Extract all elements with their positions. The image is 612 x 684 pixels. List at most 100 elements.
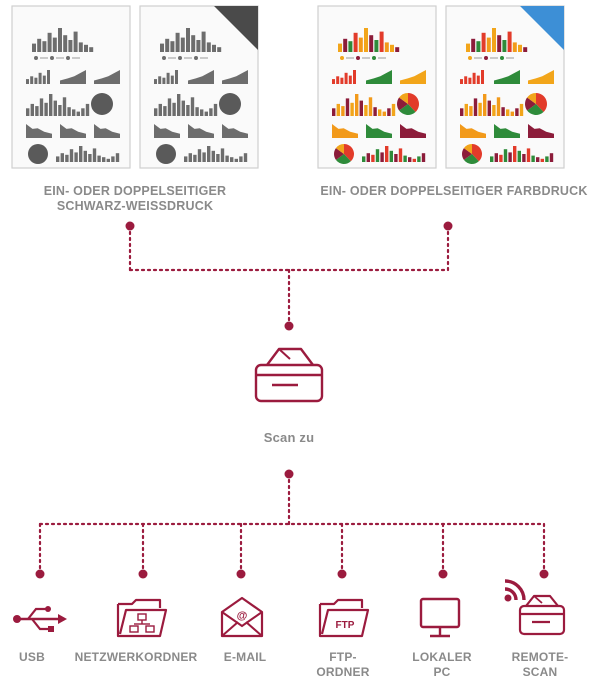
page-bar xyxy=(172,102,176,116)
destination-label-network-folder: NETZWERKORDNER xyxy=(74,650,198,664)
page-bar xyxy=(89,47,94,52)
page-bar xyxy=(170,75,174,84)
page-bar xyxy=(200,109,204,116)
page-pie-chart xyxy=(91,93,113,115)
page-bar xyxy=(508,152,512,162)
page-bar xyxy=(362,156,366,162)
page-bar xyxy=(154,79,157,84)
page-bar xyxy=(483,94,487,116)
page-bar xyxy=(175,32,180,52)
page-pie-slice xyxy=(525,97,536,111)
mono-print-label-line2: SCHWARZ-WEISSDRUCK xyxy=(56,199,214,213)
page-bar xyxy=(390,44,394,52)
page-bar xyxy=(65,154,69,162)
page-area-chart xyxy=(94,70,120,84)
mono-page-back xyxy=(139,5,259,169)
page-bar xyxy=(336,76,340,84)
page-bar xyxy=(345,98,350,116)
page-fold xyxy=(214,6,258,50)
page-pie-slice xyxy=(463,144,472,154)
page-bar xyxy=(84,44,88,52)
destination-label-ftp-line2: ORDNER xyxy=(316,665,370,679)
page-bar xyxy=(408,157,412,162)
page-bar xyxy=(44,102,48,116)
page-bar xyxy=(186,28,190,52)
page-bar xyxy=(97,155,101,162)
page-bar xyxy=(92,148,97,162)
page-bar xyxy=(374,40,379,52)
page-bar xyxy=(395,47,400,52)
page-legend-dot xyxy=(468,56,472,60)
page-bar xyxy=(212,44,216,52)
page-pie-slice xyxy=(463,154,479,164)
page-bar xyxy=(160,43,164,52)
page-bar xyxy=(162,77,166,84)
page-sheet xyxy=(139,5,259,169)
page-bar xyxy=(503,149,508,162)
page-bar xyxy=(506,109,510,116)
connector-dot-scan-out xyxy=(284,469,294,479)
page-bar xyxy=(375,149,380,162)
connector-dot-email xyxy=(236,569,246,579)
page-bar xyxy=(469,106,473,116)
page-bar xyxy=(371,154,375,162)
page-bar xyxy=(364,28,368,52)
page-bar xyxy=(540,158,544,162)
page-sheet xyxy=(11,5,131,169)
page-bar xyxy=(39,98,44,116)
page-bar xyxy=(366,153,370,162)
page-bar xyxy=(369,35,374,52)
page-bar xyxy=(76,111,80,116)
page-legend-dot xyxy=(66,56,70,60)
page-area-chart xyxy=(400,70,426,84)
connector-dot-local-pc xyxy=(438,569,448,579)
destination-label-local-pc-line1: LOKALER xyxy=(412,650,472,664)
page-bar xyxy=(344,72,348,84)
page-bar xyxy=(545,156,549,162)
ftp-folder-icon: FTP xyxy=(318,598,370,638)
page-bar xyxy=(180,37,185,52)
page-bar xyxy=(460,108,464,116)
page-bar xyxy=(464,103,468,116)
page-bar xyxy=(230,157,234,162)
page-bar xyxy=(177,94,181,116)
page-bar xyxy=(56,156,60,162)
page-area-chart xyxy=(528,124,554,138)
page-legend-dot xyxy=(194,56,198,60)
page-pie-slice xyxy=(536,93,548,113)
page-bar xyxy=(476,75,480,84)
page-bar xyxy=(515,108,519,116)
page-bar xyxy=(391,103,396,116)
page-bar xyxy=(47,70,50,84)
color-print-label: EIN- ODER DOPPELSEITIGER FARBDRUCK xyxy=(320,184,588,198)
page-pie-slice xyxy=(399,93,408,104)
page-bar xyxy=(63,35,68,52)
page-bar xyxy=(79,146,83,162)
page-pie-slice xyxy=(527,93,536,104)
connector-dot-ftp xyxy=(337,569,347,579)
page-legend-dot xyxy=(500,56,504,60)
page-pie-slice xyxy=(335,154,351,164)
page-bar xyxy=(340,77,344,84)
page-bar xyxy=(38,72,42,84)
page-bar xyxy=(201,31,206,52)
monitor-icon xyxy=(419,597,461,638)
page-pie-slice xyxy=(527,104,544,116)
page-bar xyxy=(332,79,335,84)
page-bar xyxy=(348,41,353,52)
destination-label-local-pc: LOKALER PC xyxy=(396,650,488,680)
page-bar xyxy=(193,154,197,162)
page-bar xyxy=(158,103,162,116)
page-bar xyxy=(549,153,554,162)
page-bar xyxy=(52,37,57,52)
page-bar xyxy=(368,97,373,116)
page-bar xyxy=(518,44,522,52)
page-bar xyxy=(62,97,67,116)
page-bar xyxy=(519,103,524,116)
page-sheet xyxy=(317,5,437,169)
page-bar xyxy=(364,105,368,116)
page-bar xyxy=(473,98,478,116)
page-legend-dot xyxy=(34,56,38,60)
page-bar xyxy=(494,153,498,162)
page-bar xyxy=(522,154,526,162)
